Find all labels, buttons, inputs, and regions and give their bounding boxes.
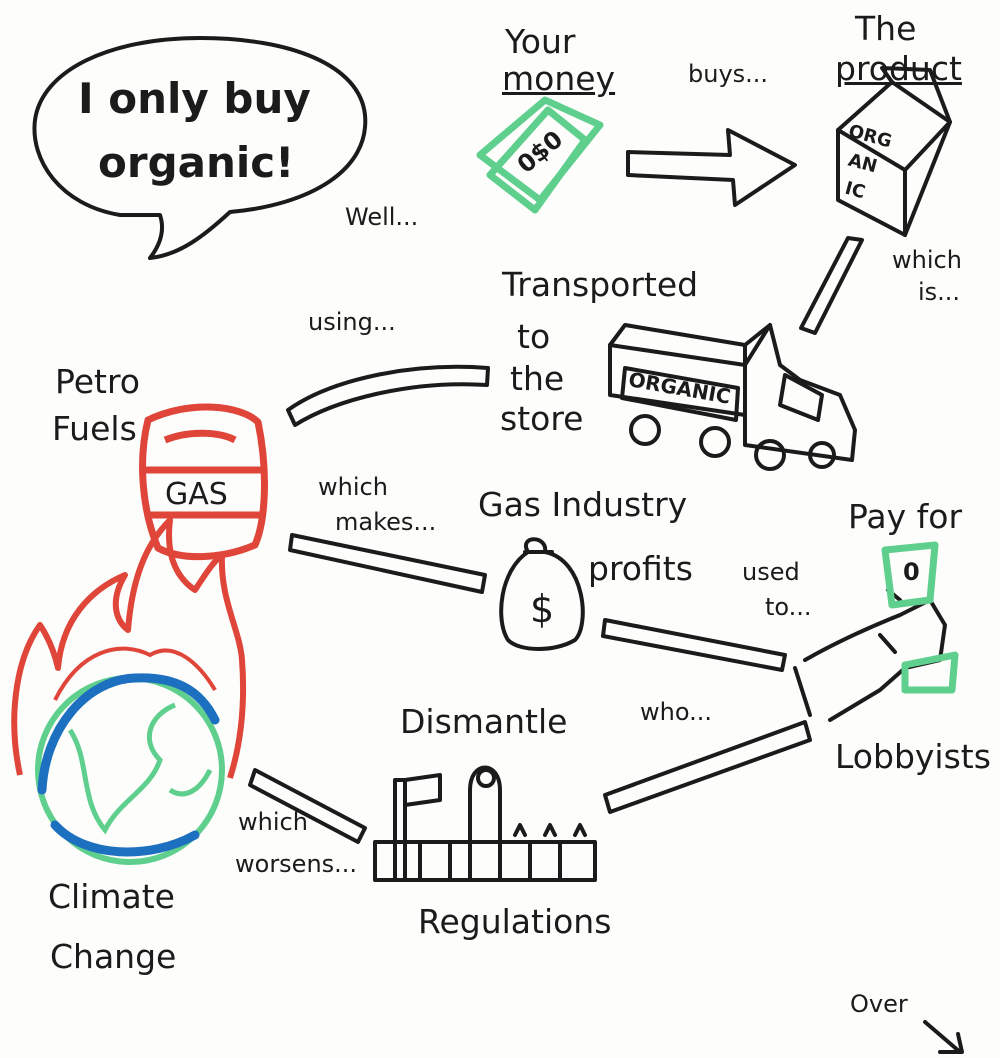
fire-inner [53, 646, 217, 701]
label-using: using... [308, 308, 396, 336]
gas-barrel-drawing [139, 403, 268, 561]
arrow-money-to-product [626, 128, 797, 207]
label-which-worsens-2: worsens... [235, 850, 358, 878]
label-used: used [742, 558, 800, 586]
label-dismantle: Dismantle [400, 702, 568, 741]
over-arrow [923, 1020, 964, 1054]
barrel-text: GAS [165, 477, 228, 512]
label-who: who... [640, 698, 712, 726]
money-bag-drawing [499, 537, 585, 651]
label-the: The [855, 9, 917, 48]
label-lobbyists: Lobbyists [835, 737, 991, 776]
connector-regulations-to-climate [248, 768, 367, 844]
label-used-to: to... [765, 593, 812, 621]
label-regulations: Regulations [418, 902, 612, 941]
label-petro: Petro [55, 362, 140, 401]
connector-profits-to-lobbyists [601, 618, 787, 672]
label-fuels: Fuels [52, 409, 137, 448]
fire-flames [11, 517, 247, 779]
speech-line-1: I only buy [78, 74, 311, 123]
label-transported-to: to [517, 317, 551, 356]
lobbyist-bill-drawing [881, 541, 959, 694]
organic-carton-drawing [836, 66, 952, 237]
speech-line-2: organic! [98, 138, 295, 187]
label-money: money [502, 59, 616, 98]
label-which-makes-1: which [318, 473, 388, 501]
connector-barrel-to-profits [288, 533, 487, 594]
regulations-building-drawing [373, 765, 597, 882]
lobbyist-hand-drawing [793, 588, 947, 722]
globe-drawing [35, 673, 225, 865]
connector-lobbyists-to-regulations [603, 720, 812, 814]
label-transported-the: the [510, 359, 565, 398]
label-buys: buys... [688, 60, 769, 88]
label-which-is-1: which [892, 246, 962, 274]
label-product: product [835, 49, 962, 88]
speech-bubble [32, 36, 368, 260]
label-which-makes-2: makes... [335, 508, 437, 536]
label-your: Your [505, 22, 576, 61]
label-transported-store: store [500, 399, 584, 438]
connector-product-to-truck [799, 236, 864, 335]
label-profits: profits [588, 549, 693, 588]
hand-bill-text: 0 [903, 558, 920, 586]
label-gas-industry: Gas Industry [478, 485, 688, 524]
label-well: Well... [345, 203, 419, 231]
label-climate: Climate [48, 877, 175, 916]
money-bills-drawing [476, 96, 604, 214]
label-pay-for: Pay for [848, 497, 963, 536]
label-which-worsens-1: which [238, 808, 308, 836]
label-transported: Transported [502, 265, 699, 304]
label-which-is-2: is... [918, 278, 961, 306]
label-over: Over [850, 990, 908, 1018]
connector-truck-to-barrel [286, 364, 490, 427]
organic-truck-drawing [608, 323, 857, 471]
bag-text: $ [530, 587, 555, 631]
label-change: Change [50, 937, 177, 976]
